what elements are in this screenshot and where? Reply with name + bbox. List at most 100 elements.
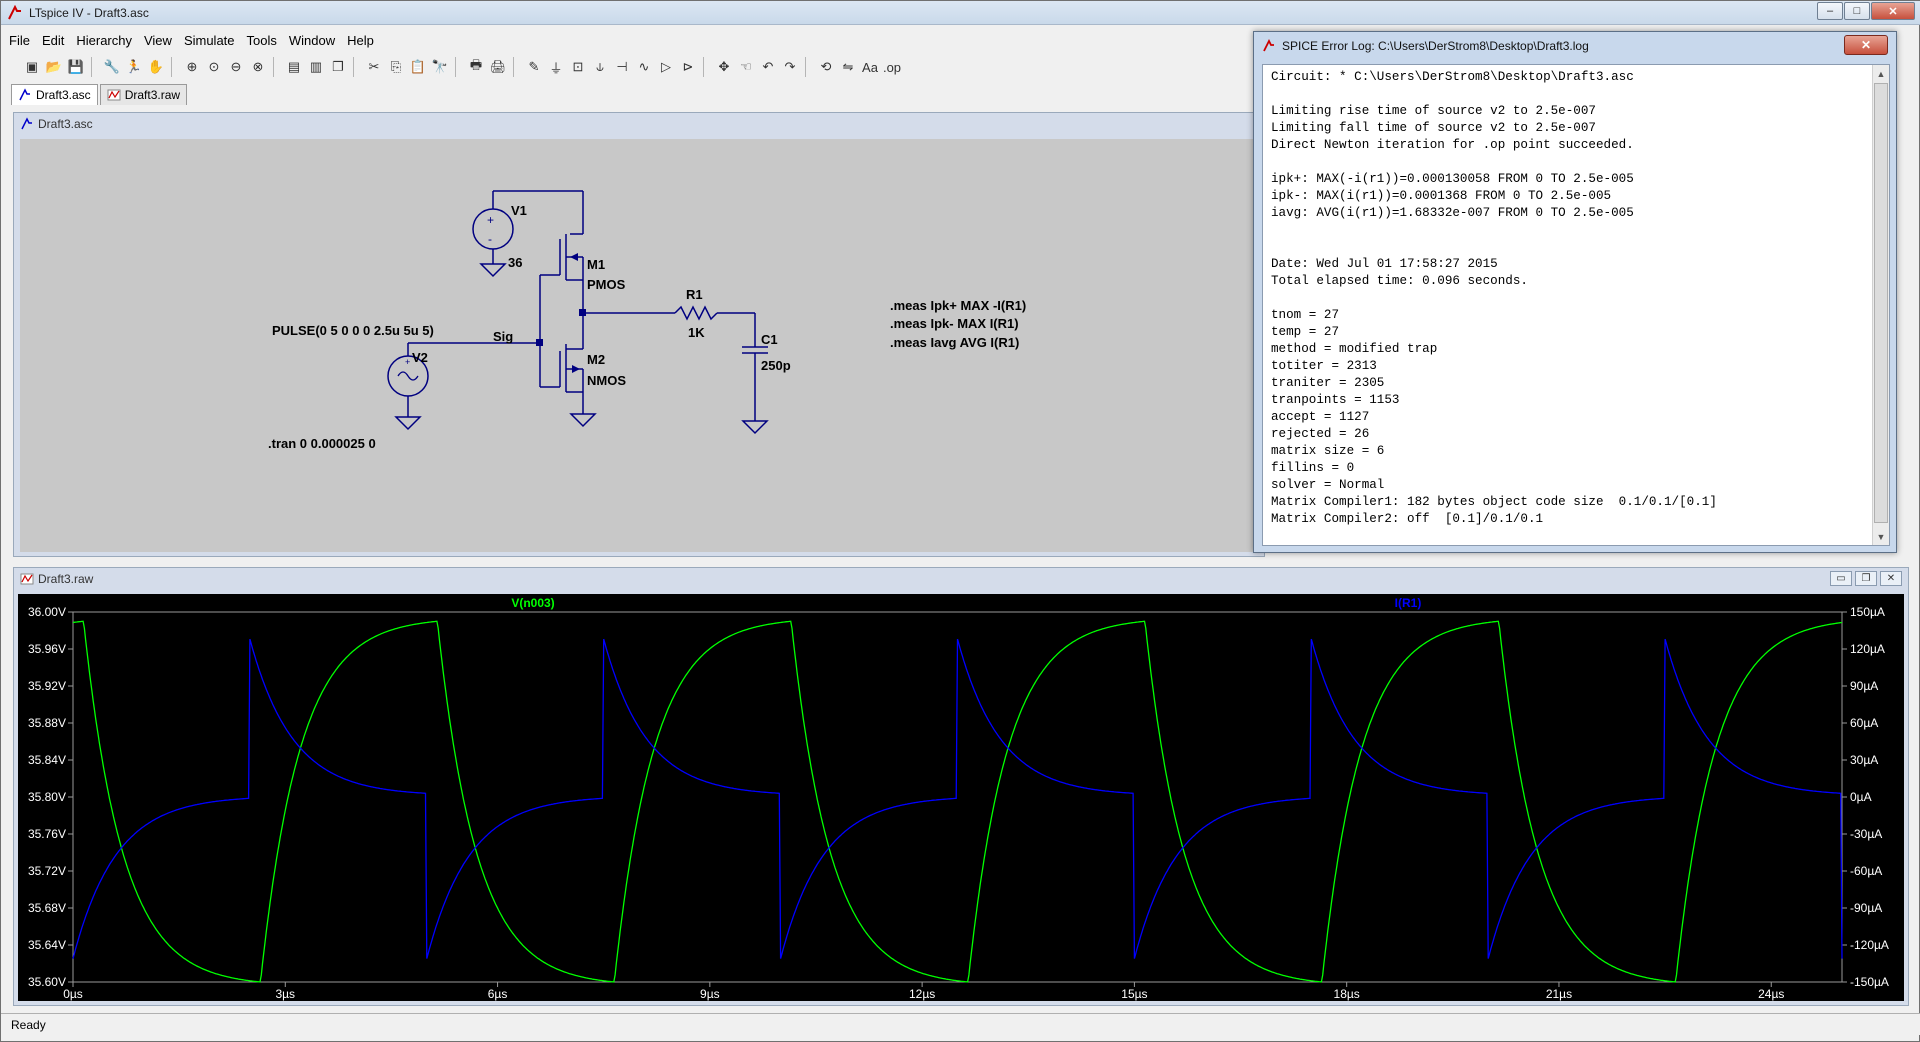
m1-label: M1 (587, 257, 605, 272)
menu-view[interactable]: View (143, 32, 172, 48)
log-line: totiter = 2313 (1271, 359, 1377, 373)
schematic-window: Draft3.asc (13, 112, 1265, 557)
y-right-tick-label: -30µA (1850, 827, 1882, 841)
zoom-out-icon[interactable]: ⊖ (230, 59, 242, 74)
log-line: tnom = 27 (1271, 308, 1340, 322)
tile-vertical-icon[interactable]: ▥ (309, 59, 323, 74)
log-scrollbar[interactable]: ▲ ▼ (1872, 65, 1889, 545)
resistor-icon[interactable]: ⫝ (596, 59, 604, 74)
menu-window[interactable]: Window (288, 32, 336, 48)
v1-value: 36 (508, 255, 522, 270)
schematic-drawing[interactable]: + - + V1 36 M1 PMOS M2 NMOS R1 1K C1 250… (20, 139, 1258, 552)
mirror-icon[interactable]: ⇋ (842, 59, 854, 74)
save-icon[interactable]: 💾 (67, 59, 85, 74)
svg-text:+: + (405, 357, 410, 367)
log-line: solver = Normal (1271, 478, 1385, 492)
print-setup-icon[interactable]: 🖶 (469, 57, 483, 72)
zoom-full-icon[interactable]: ⊙ (208, 59, 220, 74)
draw-wire-icon[interactable]: ✎ (528, 59, 540, 74)
text-icon[interactable]: Aa (862, 59, 878, 75)
menu-tools[interactable]: Tools (246, 32, 277, 48)
ltspice-logo-icon (1263, 39, 1274, 52)
open-icon[interactable]: 📂 (45, 59, 63, 74)
waveform-restore-button[interactable]: ❐ (1855, 571, 1877, 586)
drag-icon[interactable]: ☜ (740, 59, 752, 74)
log-line: Matrix Compiler1: 182 bytes object code … (1271, 495, 1717, 509)
menu-edit[interactable]: Edit (41, 32, 65, 48)
log-title-bar[interactable]: SPICE Error Log: C:\Users\DerStrom8\Desk… (1254, 32, 1896, 60)
legend-v-n003[interactable]: V(n003) (511, 596, 554, 610)
halt-icon[interactable]: ✋ (147, 59, 165, 74)
waveform-close-button[interactable]: ✕ (1880, 571, 1902, 586)
tab-draft3-raw[interactable]: Draft3.raw (99, 84, 188, 105)
label-net-icon[interactable]: ⊡ (572, 59, 584, 74)
menu-simulate[interactable]: Simulate (183, 32, 235, 48)
r1-label: R1 (686, 287, 703, 302)
cascade-icon[interactable]: ❐ (332, 59, 344, 74)
y-right-tick-label: 90µA (1850, 679, 1878, 693)
meas-directive-ipk-minus[interactable]: .meas Ipk- MAX I(R1) (890, 316, 1019, 331)
window-title: LTspice IV - Draft3.asc (29, 5, 149, 20)
paste-icon[interactable]: 📋 (409, 59, 427, 74)
schematic-window-title: Draft3.asc (14, 113, 1264, 135)
x-tick-label: 9µs (700, 987, 720, 1001)
print-icon[interactable]: 🖨 (489, 59, 507, 74)
spice-error-log-window: SPICE Error Log: C:\Users\DerStrom8\Desk… (1253, 31, 1897, 553)
cut-icon[interactable]: ✂ (368, 59, 380, 74)
new-schematic-icon[interactable]: ▣ (25, 59, 39, 74)
control-panel-icon[interactable]: 🔧 (103, 59, 121, 74)
rotate-icon[interactable]: ⟲ (820, 59, 832, 74)
y-right-tick-label: -60µA (1850, 864, 1882, 878)
run-icon[interactable]: 🏃 (125, 59, 143, 74)
spice-directive-icon[interactable]: .op (882, 59, 902, 75)
y-right-tick-label: 30µA (1850, 753, 1878, 767)
diode-icon[interactable]: ▷ (661, 59, 671, 74)
c1-value: 250p (761, 358, 791, 373)
zoom-in-icon[interactable]: ⊕ (186, 59, 198, 74)
menu-help[interactable]: Help (347, 32, 374, 48)
log-text-area[interactable]: Circuit: * C:\Users\DerStrom8\Desktop\Dr… (1262, 64, 1890, 546)
y-right-tick-label: -90µA (1850, 901, 1882, 915)
move-icon[interactable]: ✥ (718, 59, 730, 74)
copy-icon[interactable]: ⎘ (390, 59, 402, 74)
maximize-button[interactable]: □ (1844, 2, 1870, 20)
zoom-cancel-icon[interactable]: ⊗ (252, 59, 264, 74)
status-bar: Ready (1, 1013, 1920, 1035)
scroll-thumb[interactable] (1874, 83, 1888, 523)
legend-i-r1[interactable]: I(R1) (1395, 596, 1422, 610)
tab-label: Draft3.raw (124, 88, 181, 102)
schematic-icon (19, 88, 30, 101)
svg-text:+: + (487, 213, 494, 227)
log-line: temp = 27 (1271, 325, 1340, 339)
find-icon[interactable]: 🔭 (431, 59, 449, 74)
undo-icon[interactable]: ↶ (762, 59, 774, 74)
tab-draft3-asc[interactable]: Draft3.asc (11, 84, 98, 105)
meas-directive-ipk-plus[interactable]: .meas Ipk+ MAX -I(R1) (890, 298, 1026, 313)
close-button[interactable]: ✕ (1871, 2, 1915, 20)
tile-horizontal-icon[interactable]: ▤ (287, 59, 301, 74)
inductor-icon[interactable]: ∿ (638, 59, 650, 74)
component-icon[interactable]: ⊳ (682, 59, 694, 74)
meas-directive-iavg[interactable]: .meas Iavg AVG I(R1) (890, 335, 1019, 350)
title-bar[interactable]: LTspice IV - Draft3.asc – □ ✕ (1, 1, 1920, 25)
scroll-down-icon[interactable]: ▼ (1876, 531, 1886, 542)
log-line: tranpoints = 1153 (1271, 393, 1400, 407)
y-right-tick-label: -150µA (1850, 975, 1889, 989)
waveform-minimize-button[interactable]: ▭ (1830, 571, 1852, 586)
ground-icon[interactable]: ⏚ (549, 60, 563, 76)
log-content: Circuit: * C:\Users\DerStrom8\Desktop\Dr… (1271, 69, 1861, 528)
menu-hierarchy[interactable]: Hierarchy (76, 32, 132, 48)
redo-icon[interactable]: ↷ (784, 59, 796, 74)
menu-file[interactable]: File (9, 32, 30, 48)
log-close-button[interactable]: ✕ (1844, 35, 1888, 55)
minimize-button[interactable]: – (1817, 2, 1843, 20)
log-line: accept = 1127 (1271, 410, 1370, 424)
y-left-tick-label: 35.96V (28, 642, 66, 656)
scroll-up-icon[interactable]: ▲ (1876, 68, 1886, 79)
schematic-canvas[interactable]: + - + V1 36 M1 PMOS M2 NMOS R1 1K C1 250… (20, 139, 1258, 552)
capacitor-icon[interactable]: ⊣ (616, 59, 628, 74)
tran-directive[interactable]: .tran 0 0.000025 0 (268, 436, 376, 451)
